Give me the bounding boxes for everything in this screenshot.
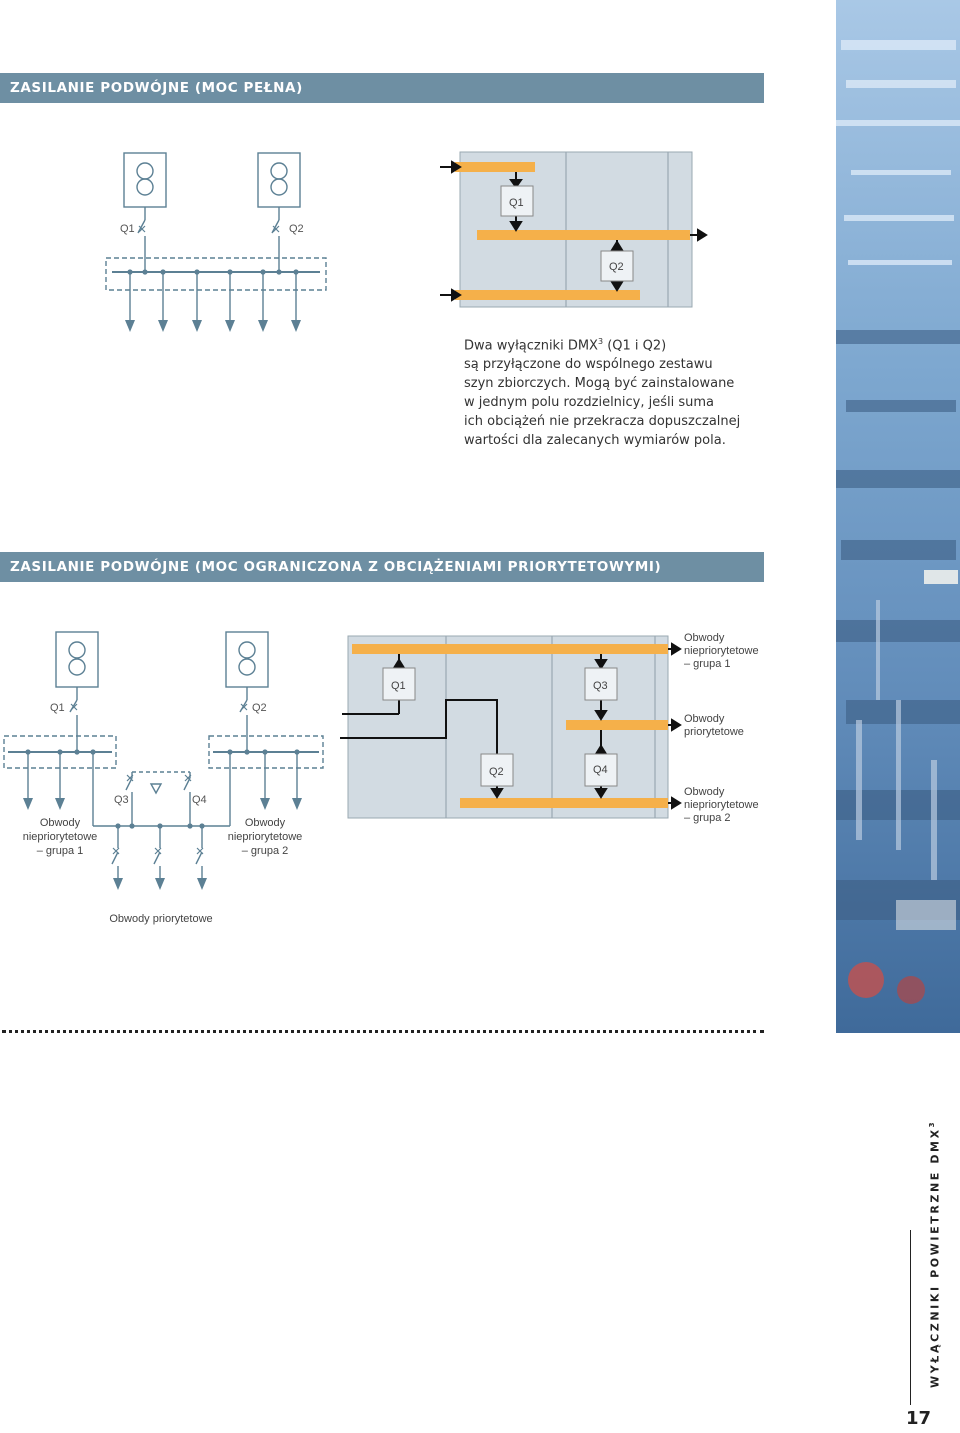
svg-text:priorytetowe: priorytetowe [684, 726, 744, 738]
transformer-2-box [257, 152, 301, 208]
svg-text:– grupa 1: – grupa 1 [684, 658, 730, 670]
description-line-4: w jednym polu rozdzielnicy, jeśli suma [464, 395, 715, 411]
panel2-breaker-q2 [480, 753, 514, 787]
panel2-label-q4: Q4 [593, 764, 608, 776]
svg-text:– grupa 1: – grupa 1 [37, 845, 83, 857]
svg-text:– grupa 2: – grupa 2 [684, 812, 730, 824]
footer-divider [910, 1230, 911, 1405]
panel2-priority-label: Obwody priorytetowe [684, 713, 744, 738]
busbar-priority [566, 720, 668, 730]
description-line-5: ich obciążeń nie przekracza dopuszczalne… [464, 414, 741, 430]
factory-photo-strip [836, 0, 960, 1033]
panel2-breaker-q4 [584, 753, 618, 787]
running-title: WYŁĄCZNIKI POWIETRZNE DMX3 [928, 1119, 942, 1388]
panel2-label-q2: Q2 [489, 766, 504, 778]
svg-text:niepriorytetowe: niepriorytetowe [684, 799, 759, 811]
full-power-single-line-diagram: Q1 Q2 [105, 152, 327, 332]
full-power-switchboard-panel: Q1 Q2 [440, 151, 708, 308]
schematic2-label-q3: Q3 [114, 794, 129, 806]
description-line-1: Dwa wyłączniki DMX3 (Q1 i Q2) [464, 337, 667, 354]
svg-text:niepriorytetowe: niepriorytetowe [684, 645, 759, 657]
schematic-label-q2: Q2 [289, 223, 304, 235]
panel-breaker-q2 [600, 250, 634, 282]
busbar-bottom [455, 290, 640, 300]
panel2-label-q1: Q1 [391, 680, 406, 692]
dotted-separator [2, 1030, 764, 1033]
panel-breaker-q1 [500, 185, 534, 217]
schematic2-label-q1: Q1 [50, 702, 65, 714]
description-line-2: są przyłączone do wspólnego zestawu [464, 357, 713, 373]
panel2-breaker-q1 [382, 667, 416, 701]
schematic2-label-q4: Q4 [192, 794, 207, 806]
page-number: 17 [906, 1408, 932, 1429]
panel-label-q2: Q2 [609, 261, 624, 273]
svg-text:Obwody: Obwody [684, 713, 725, 725]
schematic2-priority-label: Obwody priorytetowe [109, 913, 212, 925]
full-power-description: Dwa wyłączniki DMX3 (Q1 i Q2) są przyłąc… [464, 332, 764, 450]
svg-text:Obwody: Obwody [684, 632, 725, 644]
svg-text:Obwody: Obwody [684, 786, 725, 798]
schematic-label-q1: Q1 [120, 223, 135, 235]
section-header-limited-power: ZASILANIE PODWÓJNE (MOC OGRANICZONA Z OB… [0, 552, 764, 582]
svg-text:niepriorytetowe: niepriorytetowe [228, 831, 303, 843]
limited-power-switchboard-panel: Q1 Q3 Q2 Q4 Obwody niepriorytetowe – gru… [340, 632, 759, 824]
panel2-breaker-q3 [584, 667, 618, 701]
panel2-np-group2-label: Obwody niepriorytetowe – grupa 2 [684, 786, 759, 824]
panel2-np-group1-label: Obwody niepriorytetowe – grupa 1 [684, 632, 759, 670]
busbar-middle [477, 230, 690, 240]
schematic2-np-group1-label: Obwody niepriorytetowe – grupa 1 [23, 817, 98, 857]
section-header-full-power: ZASILANIE PODWÓJNE (MOC PEŁNA) [0, 73, 764, 103]
description-line-6: wartości dla zalecanych wymiarów pola. [464, 433, 726, 449]
busbar-np-group2 [460, 798, 668, 808]
svg-text:niepriorytetowe: niepriorytetowe [23, 831, 98, 843]
panel-label-q1: Q1 [509, 197, 524, 209]
svg-text:Obwody: Obwody [245, 817, 286, 829]
schematic2-label-q2: Q2 [252, 702, 267, 714]
panel2-label-q3: Q3 [593, 680, 608, 692]
description-line-3: szyn zbiorczych. Mogą być zainstalowane [464, 376, 735, 392]
busbar-top [455, 162, 535, 172]
transformer-1-box [123, 152, 167, 208]
svg-text:Obwody: Obwody [40, 817, 81, 829]
schematic2-np-group2-label: Obwody niepriorytetowe – grupa 2 [228, 817, 303, 857]
busbar-np-group1 [352, 644, 668, 654]
limited-power-single-line-diagram: Q1 Q2 Q3 Q4 Obwody niepriorytetowe – gru… [3, 631, 324, 925]
svg-text:– grupa 2: – grupa 2 [242, 845, 288, 857]
